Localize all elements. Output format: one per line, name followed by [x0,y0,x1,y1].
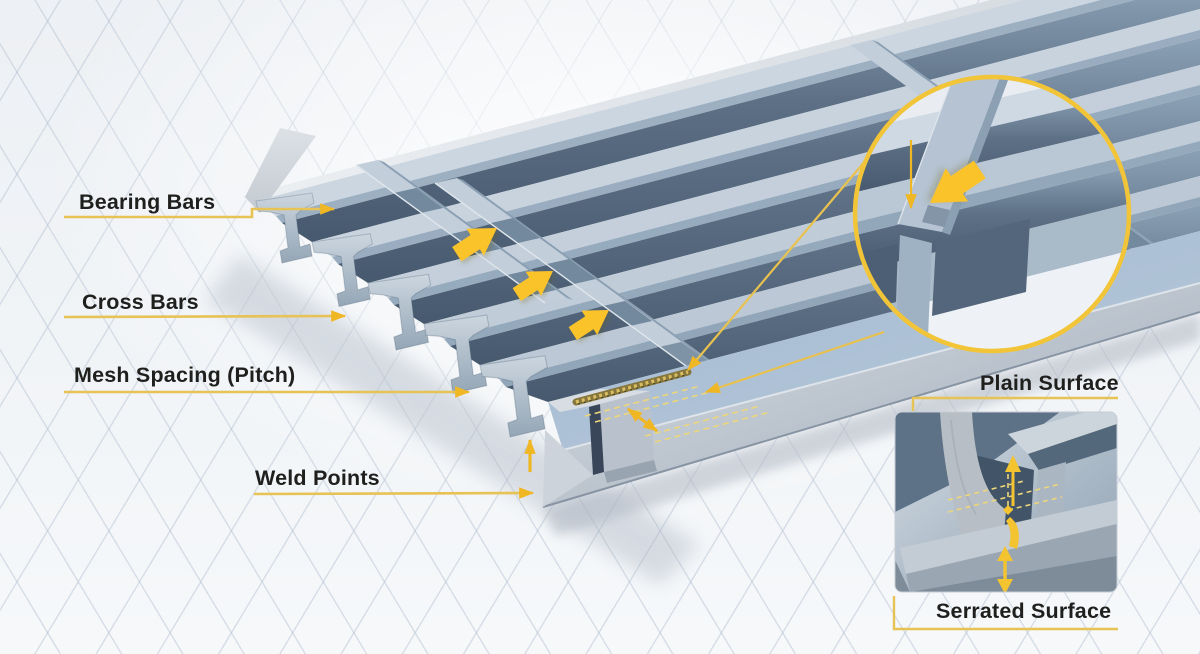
pitch-double-arrow [627,407,658,433]
back-plate-end-cap [245,128,316,213]
annotations [448,159,885,472]
inset-left-web [940,412,1006,544]
plain-surface-arrow [1005,455,1021,506]
mesh-spacing-label: Mesh Spacing (Pitch) [74,363,296,387]
floor-shadow [205,255,1200,585]
leader-lines [63,203,1118,631]
weld-points-leader [253,487,535,499]
zoom-callout-line [687,159,867,371]
surface-detail-inset [894,411,1118,593]
magnified-cross-bar [898,79,1002,232]
bearing-bars-leader [64,203,336,219]
front-bar-end-web [600,391,654,472]
inset-dashed-lines [947,472,1063,513]
magnifier-inset [852,74,1132,354]
serrated-surface-label: Serrated Surface [936,599,1112,623]
cross-bars-label: Cross Bars [82,290,199,314]
inset-node [1003,505,1013,515]
inset-bottom-flange-top [900,500,1117,574]
magnified-web [896,235,932,337]
inset-right-flange-top [1008,412,1117,454]
plain-surface-label: Plain Surface [980,371,1119,395]
zoom-callout-line [704,330,885,394]
magnifier-ring [852,74,1132,354]
plain-surface-bracket [911,396,1118,411]
cross-bar [434,178,714,367]
serration-depth-arrow [997,546,1013,592]
weld-points-label: Weld Points [255,466,380,490]
bearing-bars-label: Bearing Bars [79,190,216,214]
serration-wedge [1006,517,1019,549]
front-bar-end-bevel [543,430,593,507]
front-bar-end-slot [589,404,604,475]
serrated-surface-bracket [892,596,1118,631]
weld-seam [572,368,692,406]
cross-bars-leader [63,310,347,322]
